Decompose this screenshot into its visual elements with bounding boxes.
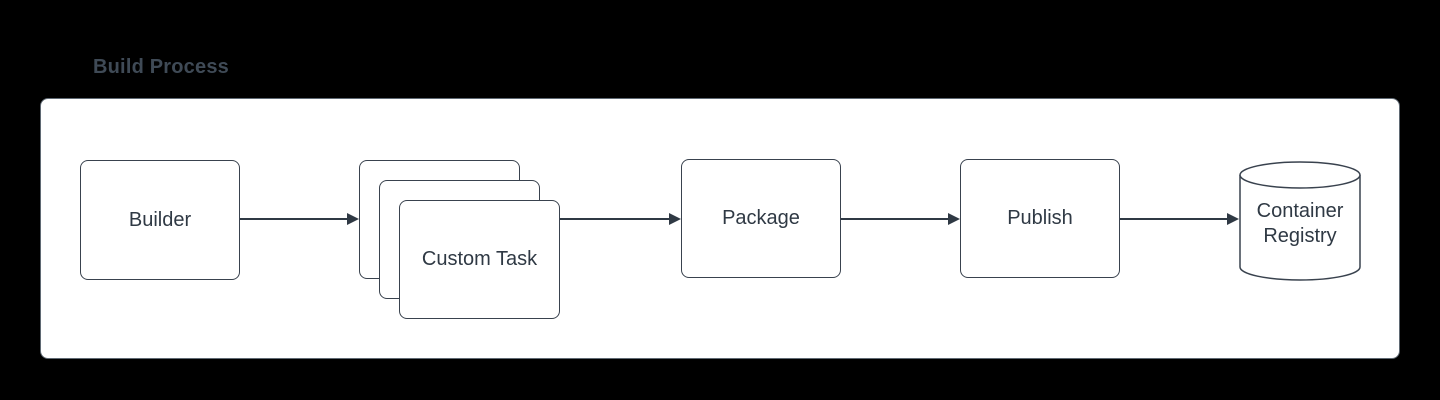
arrowhead-icon bbox=[948, 213, 960, 225]
node-builder[interactable]: Builder bbox=[80, 160, 240, 280]
node-label: Container Registry bbox=[1256, 200, 1344, 247]
node-package[interactable]: Package bbox=[681, 159, 841, 278]
node-custom-task[interactable]: Custom Task bbox=[399, 200, 560, 319]
edge-line bbox=[841, 218, 948, 220]
edge-line bbox=[240, 218, 347, 220]
arrowhead-icon bbox=[1227, 213, 1239, 225]
node-container-registry[interactable]: Container Registry bbox=[1239, 161, 1361, 281]
edge-builder-to-custom-task[interactable] bbox=[240, 213, 359, 225]
cylinder-shape bbox=[1239, 161, 1361, 281]
edge-publish-to-container-registry[interactable] bbox=[1120, 213, 1239, 225]
arrowhead-icon bbox=[347, 213, 359, 225]
edge-line bbox=[1120, 218, 1227, 220]
diagram-title: Build Process bbox=[93, 56, 229, 78]
edge-line bbox=[560, 218, 669, 220]
node-label: Custom Task bbox=[421, 248, 538, 270]
arrowhead-icon bbox=[669, 213, 681, 225]
node-publish[interactable]: Publish bbox=[960, 159, 1120, 278]
edge-package-to-publish[interactable] bbox=[841, 213, 960, 225]
node-label: Builder bbox=[128, 208, 192, 231]
edge-custom-task-to-package[interactable] bbox=[560, 213, 681, 225]
node-label: Publish bbox=[1007, 207, 1073, 229]
node-label: Package bbox=[722, 207, 800, 229]
